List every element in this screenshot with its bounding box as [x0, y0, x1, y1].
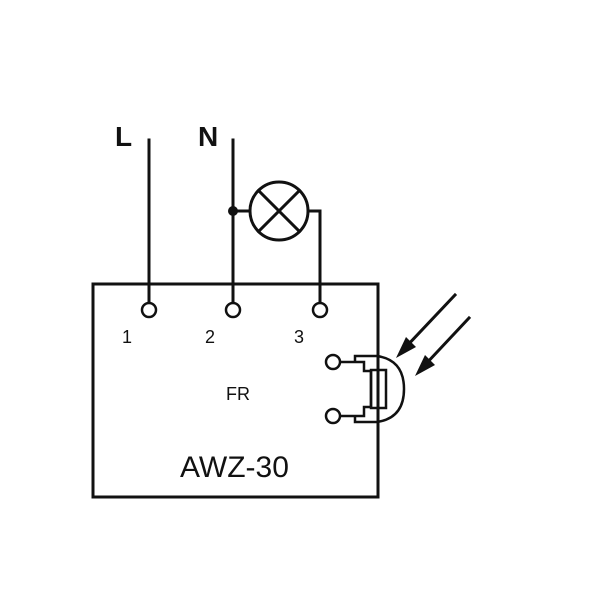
model-label: AWZ-30 [180, 451, 289, 484]
terminal-1 [140, 301, 158, 319]
terminal-number-1: 1 [122, 327, 132, 347]
terminal-2 [224, 301, 242, 319]
light-arrow-icon [396, 292, 472, 376]
label-neutral: N [198, 121, 218, 152]
photosensor-icon [324, 353, 406, 425]
sensor-label: FR [226, 384, 250, 404]
terminal-number-2: 2 [205, 327, 215, 347]
wire-lamp-to-t3 [306, 209, 322, 306]
terminal-3 [311, 301, 329, 319]
device-box [91, 282, 380, 499]
lamp-icon [248, 180, 310, 242]
label-line: L [115, 121, 132, 152]
terminal-number-3: 3 [294, 327, 304, 347]
